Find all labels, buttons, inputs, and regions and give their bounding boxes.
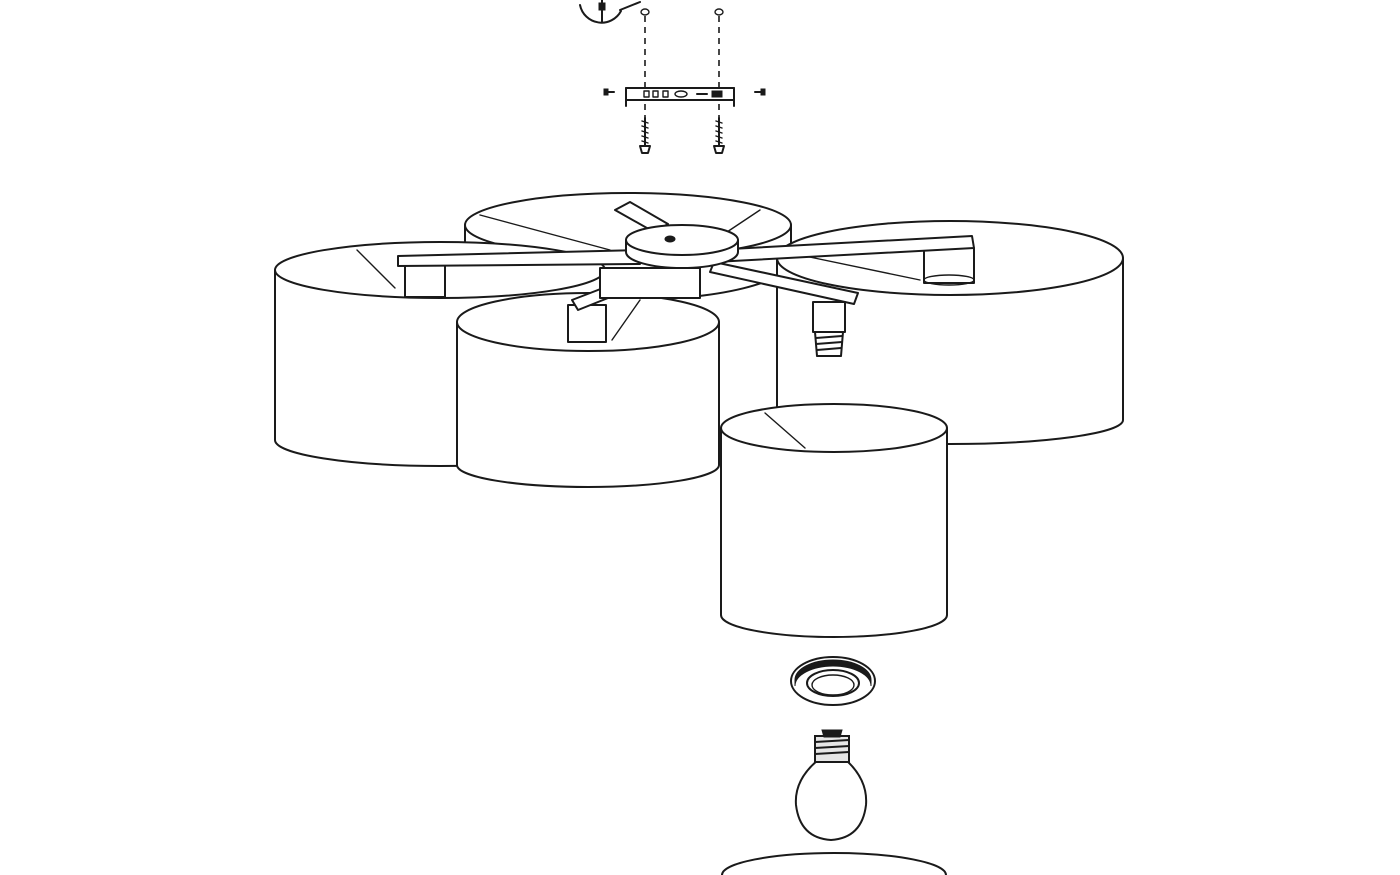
bracket-side-screws <box>603 88 766 96</box>
shade-ring <box>790 656 876 706</box>
lamp-shade-front <box>720 403 948 638</box>
mounting-bracket <box>603 87 766 107</box>
light-bulb <box>794 729 868 841</box>
mounting-screws <box>639 117 725 154</box>
ceiling-canopy <box>599 224 739 299</box>
wall-plugs <box>640 8 724 16</box>
bulb-socket <box>812 301 846 357</box>
diffuser-disc <box>721 852 947 875</box>
guide-lines <box>644 16 720 118</box>
lamp-shade-middle <box>456 292 720 488</box>
screwdriver-hint <box>579 0 641 24</box>
lamp-shades <box>274 192 1124 488</box>
